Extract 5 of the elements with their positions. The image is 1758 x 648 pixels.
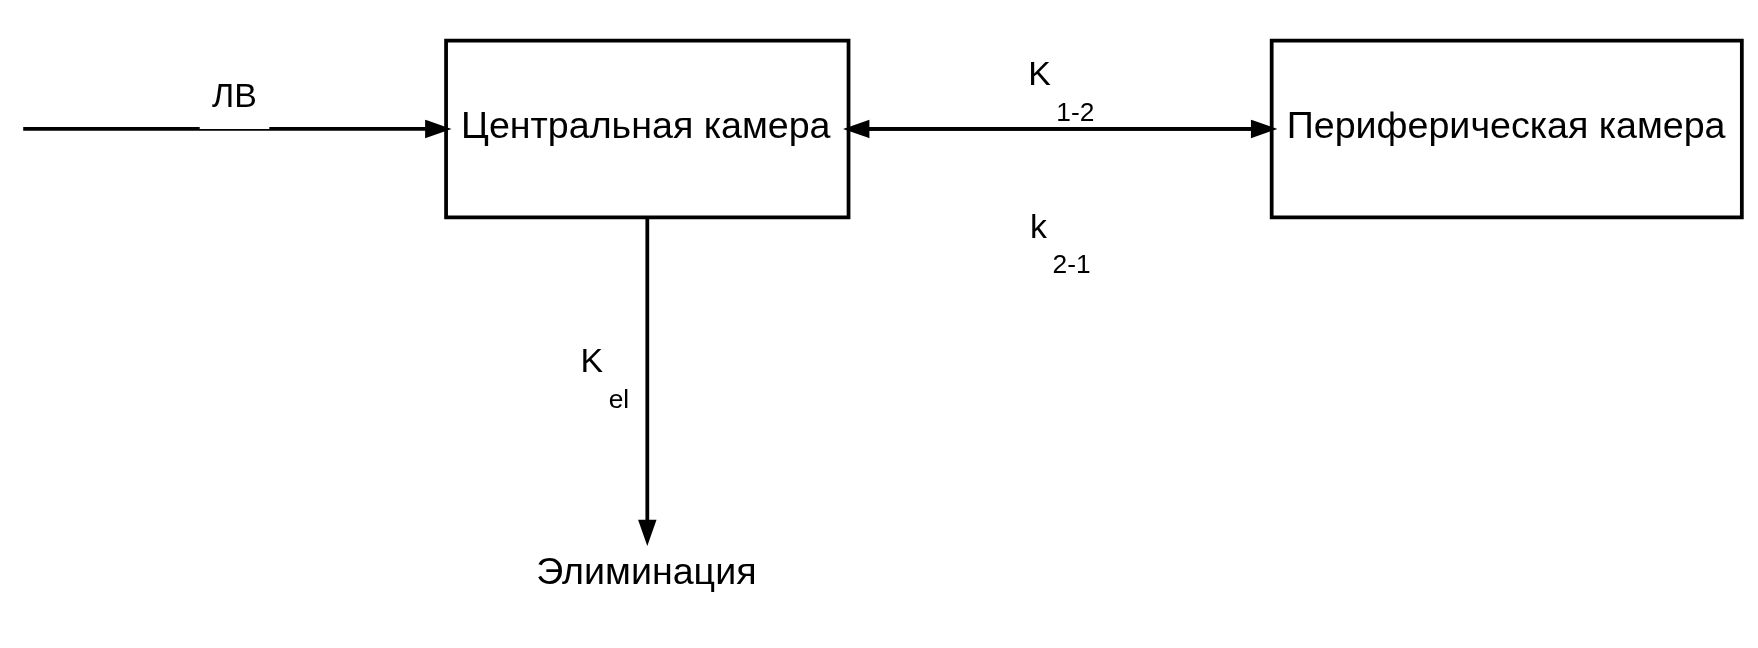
node-text: Элиминация [536,549,757,592]
edge-label: ЛВ [211,75,257,114]
edge-label: K1-2 [1028,53,1095,127]
edge-label: Kel [580,340,630,414]
edge-label: k2-1 [1030,206,1091,279]
